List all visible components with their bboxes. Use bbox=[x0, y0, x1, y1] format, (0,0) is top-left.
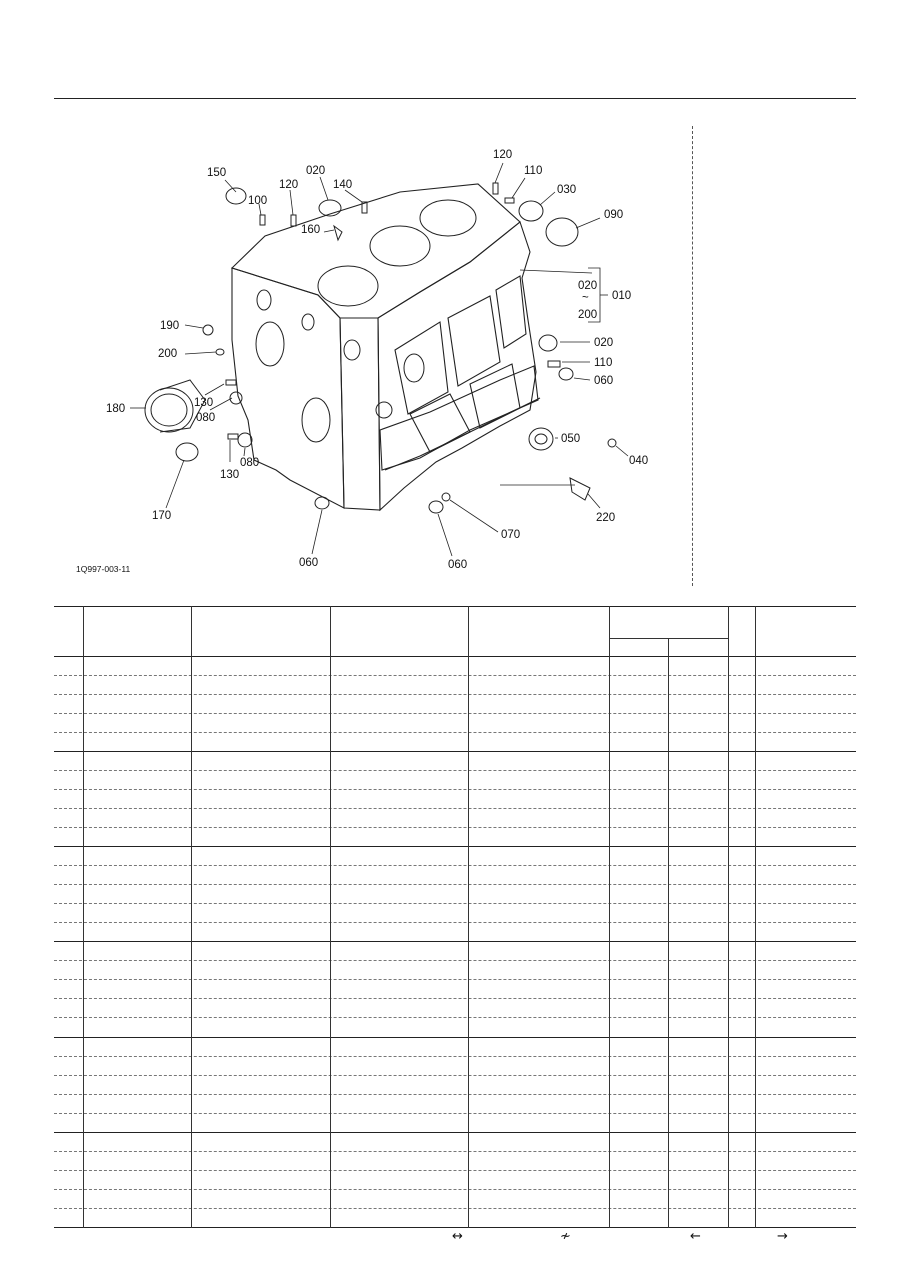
table-row-rule bbox=[54, 789, 856, 790]
callout-080: 080 bbox=[240, 457, 259, 469]
callout-080: 080 bbox=[196, 412, 215, 424]
table-group-rule bbox=[54, 941, 856, 942]
callout-070: 070 bbox=[501, 529, 520, 541]
interchangeable-symbol: ↔ bbox=[452, 1229, 463, 1244]
table-group-rule bbox=[54, 846, 856, 847]
callout-labels: 150 100 120 020 140 160 120 110 030 090 … bbox=[76, 149, 648, 574]
callout-200: 200 bbox=[158, 348, 177, 360]
callout-130: 130 bbox=[220, 469, 239, 481]
table-row-rule bbox=[54, 1056, 856, 1057]
callout-120: 120 bbox=[493, 149, 512, 161]
parts-list-table bbox=[54, 606, 856, 1228]
table-row-rule bbox=[54, 732, 856, 733]
table-top-rule bbox=[54, 606, 856, 607]
table-column-rule bbox=[330, 606, 331, 1228]
earlier-model-arrow: ← bbox=[690, 1229, 701, 1244]
callout-170: 170 bbox=[152, 510, 171, 522]
table-row-rule bbox=[54, 960, 856, 961]
table-row-rule bbox=[54, 675, 856, 676]
table-column-rule bbox=[468, 606, 469, 1228]
table-row-rule bbox=[54, 903, 856, 904]
table-row-rule bbox=[54, 1170, 856, 1171]
diagram-side-divider bbox=[692, 126, 693, 586]
table-column-rule bbox=[755, 606, 756, 1228]
table-row-rule bbox=[54, 922, 856, 923]
callout-110: 110 bbox=[594, 357, 612, 369]
table-row-rule bbox=[54, 1208, 856, 1209]
figure-code: 1Q997-003-11 bbox=[76, 564, 130, 574]
table-column-rule bbox=[668, 638, 669, 1228]
callout-040: 040 bbox=[629, 455, 648, 467]
callout-140: 140 bbox=[333, 179, 352, 191]
engine-block-outline bbox=[230, 183, 541, 512]
table-row-rule bbox=[54, 827, 856, 828]
table-bottom-rule bbox=[54, 1227, 856, 1228]
range-tilde: ~ bbox=[582, 292, 589, 304]
table-group-rule bbox=[54, 1132, 856, 1133]
table-group-rule bbox=[54, 751, 856, 752]
table-row-rule bbox=[54, 808, 856, 809]
leader-lines bbox=[130, 162, 629, 557]
table-row-rule bbox=[54, 713, 856, 714]
table-column-rule bbox=[728, 606, 729, 1228]
table-column-rule bbox=[83, 606, 84, 1228]
callout-030: 030 bbox=[557, 184, 576, 196]
callout-090: 090 bbox=[604, 209, 623, 221]
footer-legend: ↔ ≁ ← → bbox=[0, 1228, 909, 1248]
callout-010: 010 bbox=[612, 290, 631, 302]
callout-160: 160 bbox=[301, 224, 320, 236]
table-group-rule bbox=[54, 1037, 856, 1038]
table-header-rule bbox=[54, 656, 856, 657]
table-row-rule bbox=[54, 1017, 856, 1018]
table-column-rule bbox=[191, 606, 192, 1228]
table-row-rule bbox=[54, 1094, 856, 1095]
not-interchangeable-symbol: ≁ bbox=[560, 1229, 571, 1244]
callout-200: 200 bbox=[578, 309, 597, 321]
cylinder-bores bbox=[255, 199, 477, 443]
callout-060: 060 bbox=[594, 375, 613, 387]
callout-220: 220 bbox=[596, 512, 615, 524]
table-row-rule bbox=[54, 884, 856, 885]
table-row-rule bbox=[54, 998, 856, 999]
later-model-arrow: → bbox=[777, 1229, 788, 1244]
table-row-rule bbox=[54, 1075, 856, 1076]
table-row-rule bbox=[54, 770, 856, 771]
engine-block-exploded-diagram: 150 100 120 020 140 160 120 110 030 090 … bbox=[76, 149, 648, 574]
table-row-rule bbox=[54, 979, 856, 980]
loose-parts bbox=[144, 182, 617, 514]
callout-120: 120 bbox=[279, 179, 298, 191]
callout-020: 020 bbox=[578, 280, 597, 292]
header-rule bbox=[54, 98, 856, 99]
callout-060: 060 bbox=[299, 557, 318, 569]
table-row-rule bbox=[54, 1189, 856, 1190]
callout-130: 130 bbox=[194, 397, 213, 409]
callout-180: 180 bbox=[106, 403, 125, 415]
table-row-rule bbox=[54, 865, 856, 866]
callout-190: 190 bbox=[160, 320, 179, 332]
callout-020: 020 bbox=[594, 337, 613, 349]
callout-150: 150 bbox=[207, 167, 226, 179]
callout-110: 110 bbox=[524, 165, 542, 177]
table-row-rule bbox=[54, 1151, 856, 1152]
callout-050: 050 bbox=[561, 433, 580, 445]
callout-020: 020 bbox=[306, 165, 325, 177]
table-column-rule bbox=[609, 606, 610, 1228]
callout-060: 060 bbox=[448, 559, 467, 571]
table-row-rule bbox=[54, 694, 856, 695]
table-row-rule bbox=[54, 1113, 856, 1114]
callout-100: 100 bbox=[248, 195, 267, 207]
